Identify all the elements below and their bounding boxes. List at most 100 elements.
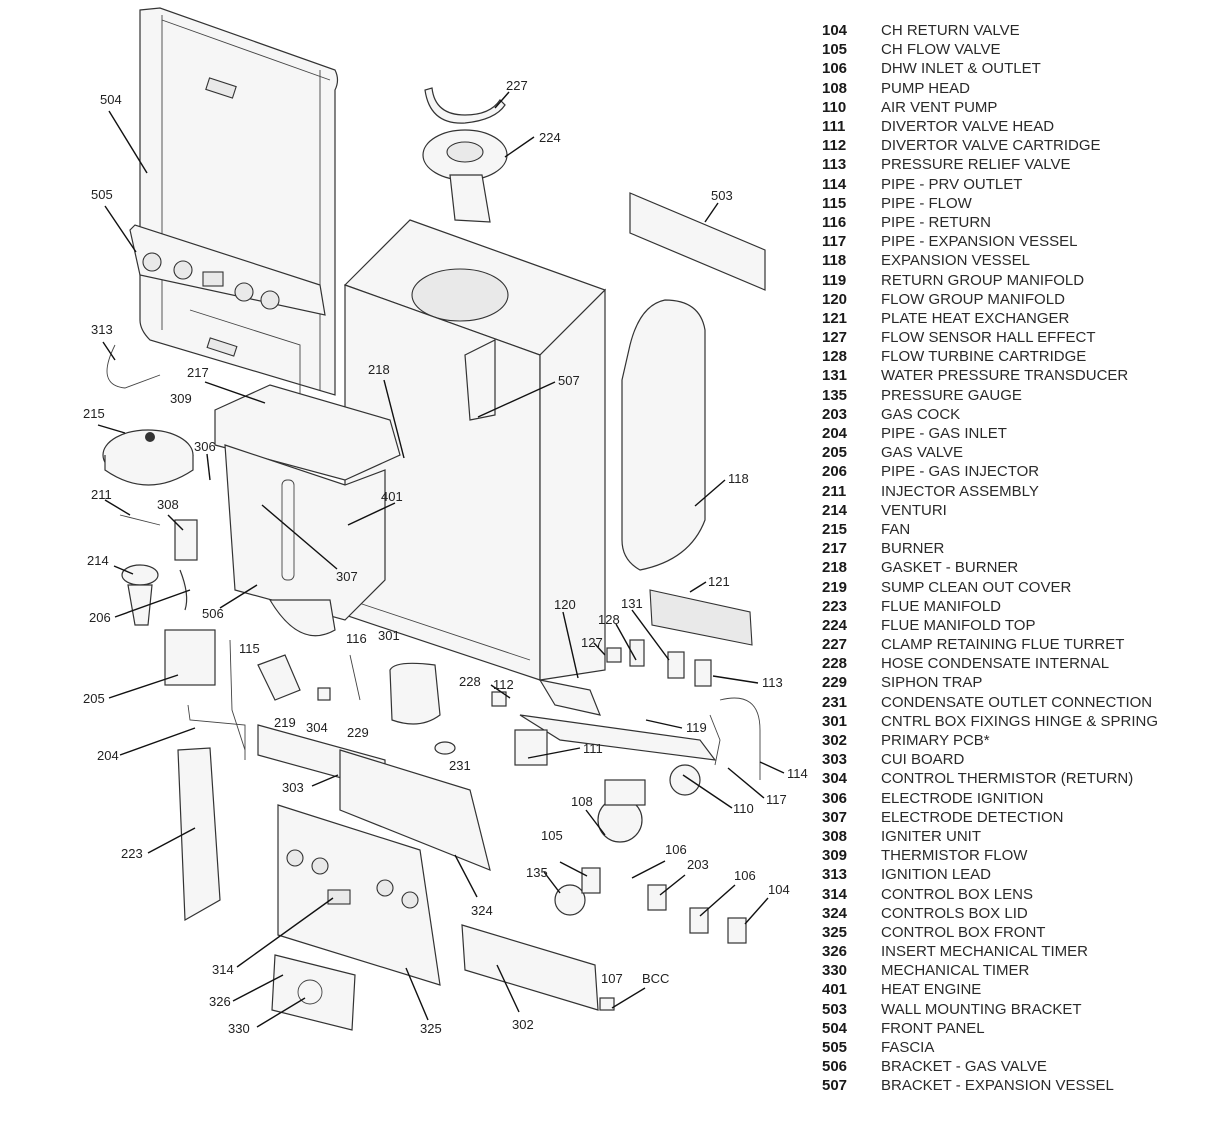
callout-120: 120 xyxy=(554,597,576,612)
part-number: 211 xyxy=(822,482,847,500)
part-number: 218 xyxy=(822,559,848,577)
part-description: WATER PRESSURE TRANSDUCER xyxy=(881,367,1129,385)
part-number: 223 xyxy=(822,597,848,615)
part-number: 219 xyxy=(822,578,848,596)
callout-131: 131 xyxy=(621,596,643,611)
part-number: 105 xyxy=(822,41,848,59)
callout-507: 507 xyxy=(558,373,580,388)
part-description: ELECTRODE DETECTION xyxy=(881,808,1064,826)
part-description: PRESSURE RELIEF VALVE xyxy=(881,156,1071,174)
part-number: 224 xyxy=(822,616,848,634)
callout-231: 231 xyxy=(449,758,471,773)
exploded-diagram: 504 505 313 217 309 215 306 211 308 218 … xyxy=(83,7,808,1036)
callout-307: 307 xyxy=(336,569,358,584)
part-description: HEAT ENGINE xyxy=(881,981,982,999)
parts-list-row: 302 PRIMARY PCB* xyxy=(822,731,1158,750)
part-description: PIPE - GAS INJECTOR xyxy=(881,463,1040,481)
part-description: PUMP HEAD xyxy=(881,79,970,97)
callout-119: 119 xyxy=(686,720,707,735)
callout-314: 314 xyxy=(212,962,234,977)
part-number: 112 xyxy=(822,137,847,155)
callout-106a: 106 xyxy=(665,842,687,857)
part-description: FLUE MANIFOLD xyxy=(881,597,1002,615)
part-description: CNTRL BOX FIXINGS HINGE & SPRING xyxy=(881,712,1158,730)
callout-401: 401 xyxy=(381,489,403,504)
callout-504: 504 xyxy=(100,92,122,107)
part-description: PIPE - PRV OUTLET xyxy=(881,175,1023,193)
part-number: 301 xyxy=(822,712,848,730)
callout-112: 112 xyxy=(493,677,514,692)
part-description: BRACKET - GAS VALVE xyxy=(881,1058,1047,1076)
part-number: 302 xyxy=(822,732,848,750)
callout-228: 228 xyxy=(459,674,481,689)
callout-203: 203 xyxy=(687,857,709,872)
callout-308: 308 xyxy=(157,497,179,512)
leader-lines xyxy=(97,91,785,1028)
part-number: 104 xyxy=(822,22,848,40)
part-number: 307 xyxy=(822,808,848,826)
part-number: 120 xyxy=(822,290,848,308)
part-number: 116 xyxy=(822,213,847,231)
callout-219: 219 xyxy=(274,715,296,730)
parts-list-row: 314 CONTROL BOX LENS xyxy=(822,884,1158,903)
callout-303: 303 xyxy=(282,780,304,795)
callout-304: 304 xyxy=(306,720,328,735)
callout-204: 204 xyxy=(97,748,119,763)
part-description: PIPE - GAS INLET xyxy=(881,425,1007,443)
bracket-expansion-vessel-shape xyxy=(464,339,496,421)
part-description: CH RETURN VALVE xyxy=(881,22,1020,40)
callout-114: 114 xyxy=(787,766,808,781)
part-number: 231 xyxy=(822,693,848,711)
parts-list-row: 223 FLUE MANIFOLD xyxy=(822,597,1158,616)
part-number: 117 xyxy=(822,233,847,251)
callout-217: 217 xyxy=(187,365,209,380)
part-description: INJECTOR ASSEMBLY xyxy=(881,482,1039,500)
part-description: EXPANSION VESSEL xyxy=(881,252,1030,270)
callout-306: 306 xyxy=(194,439,216,454)
fan-shape xyxy=(102,429,194,486)
part-number: 314 xyxy=(822,885,848,903)
callout-106b: 106 xyxy=(734,868,756,883)
part-description: CONTROL BOX LENS xyxy=(881,885,1033,903)
part-number: 313 xyxy=(822,866,848,884)
part-description: BRACKET - EXPANSION VESSEL xyxy=(881,1077,1114,1095)
callout-224: 224 xyxy=(539,130,561,145)
part-description: ELECTRODE IGNITION xyxy=(881,789,1044,807)
part-number: 119 xyxy=(822,271,847,289)
part-description: CONTROLS BOX LID xyxy=(881,904,1028,922)
callout-117: 117 xyxy=(766,792,787,807)
part-description: SIPHON TRAP xyxy=(881,674,983,692)
callout-118: 118 xyxy=(728,471,749,486)
part-number: 114 xyxy=(822,175,847,193)
part-description: PRIMARY PCB* xyxy=(881,732,990,750)
callout-116: 116 xyxy=(346,631,367,646)
part-number: 227 xyxy=(822,636,848,654)
part-number: 115 xyxy=(822,194,847,212)
callout-121: 121 xyxy=(708,574,730,589)
callout-330: 330 xyxy=(228,1021,250,1036)
part-description: FLUE MANIFOLD TOP xyxy=(881,616,1036,634)
